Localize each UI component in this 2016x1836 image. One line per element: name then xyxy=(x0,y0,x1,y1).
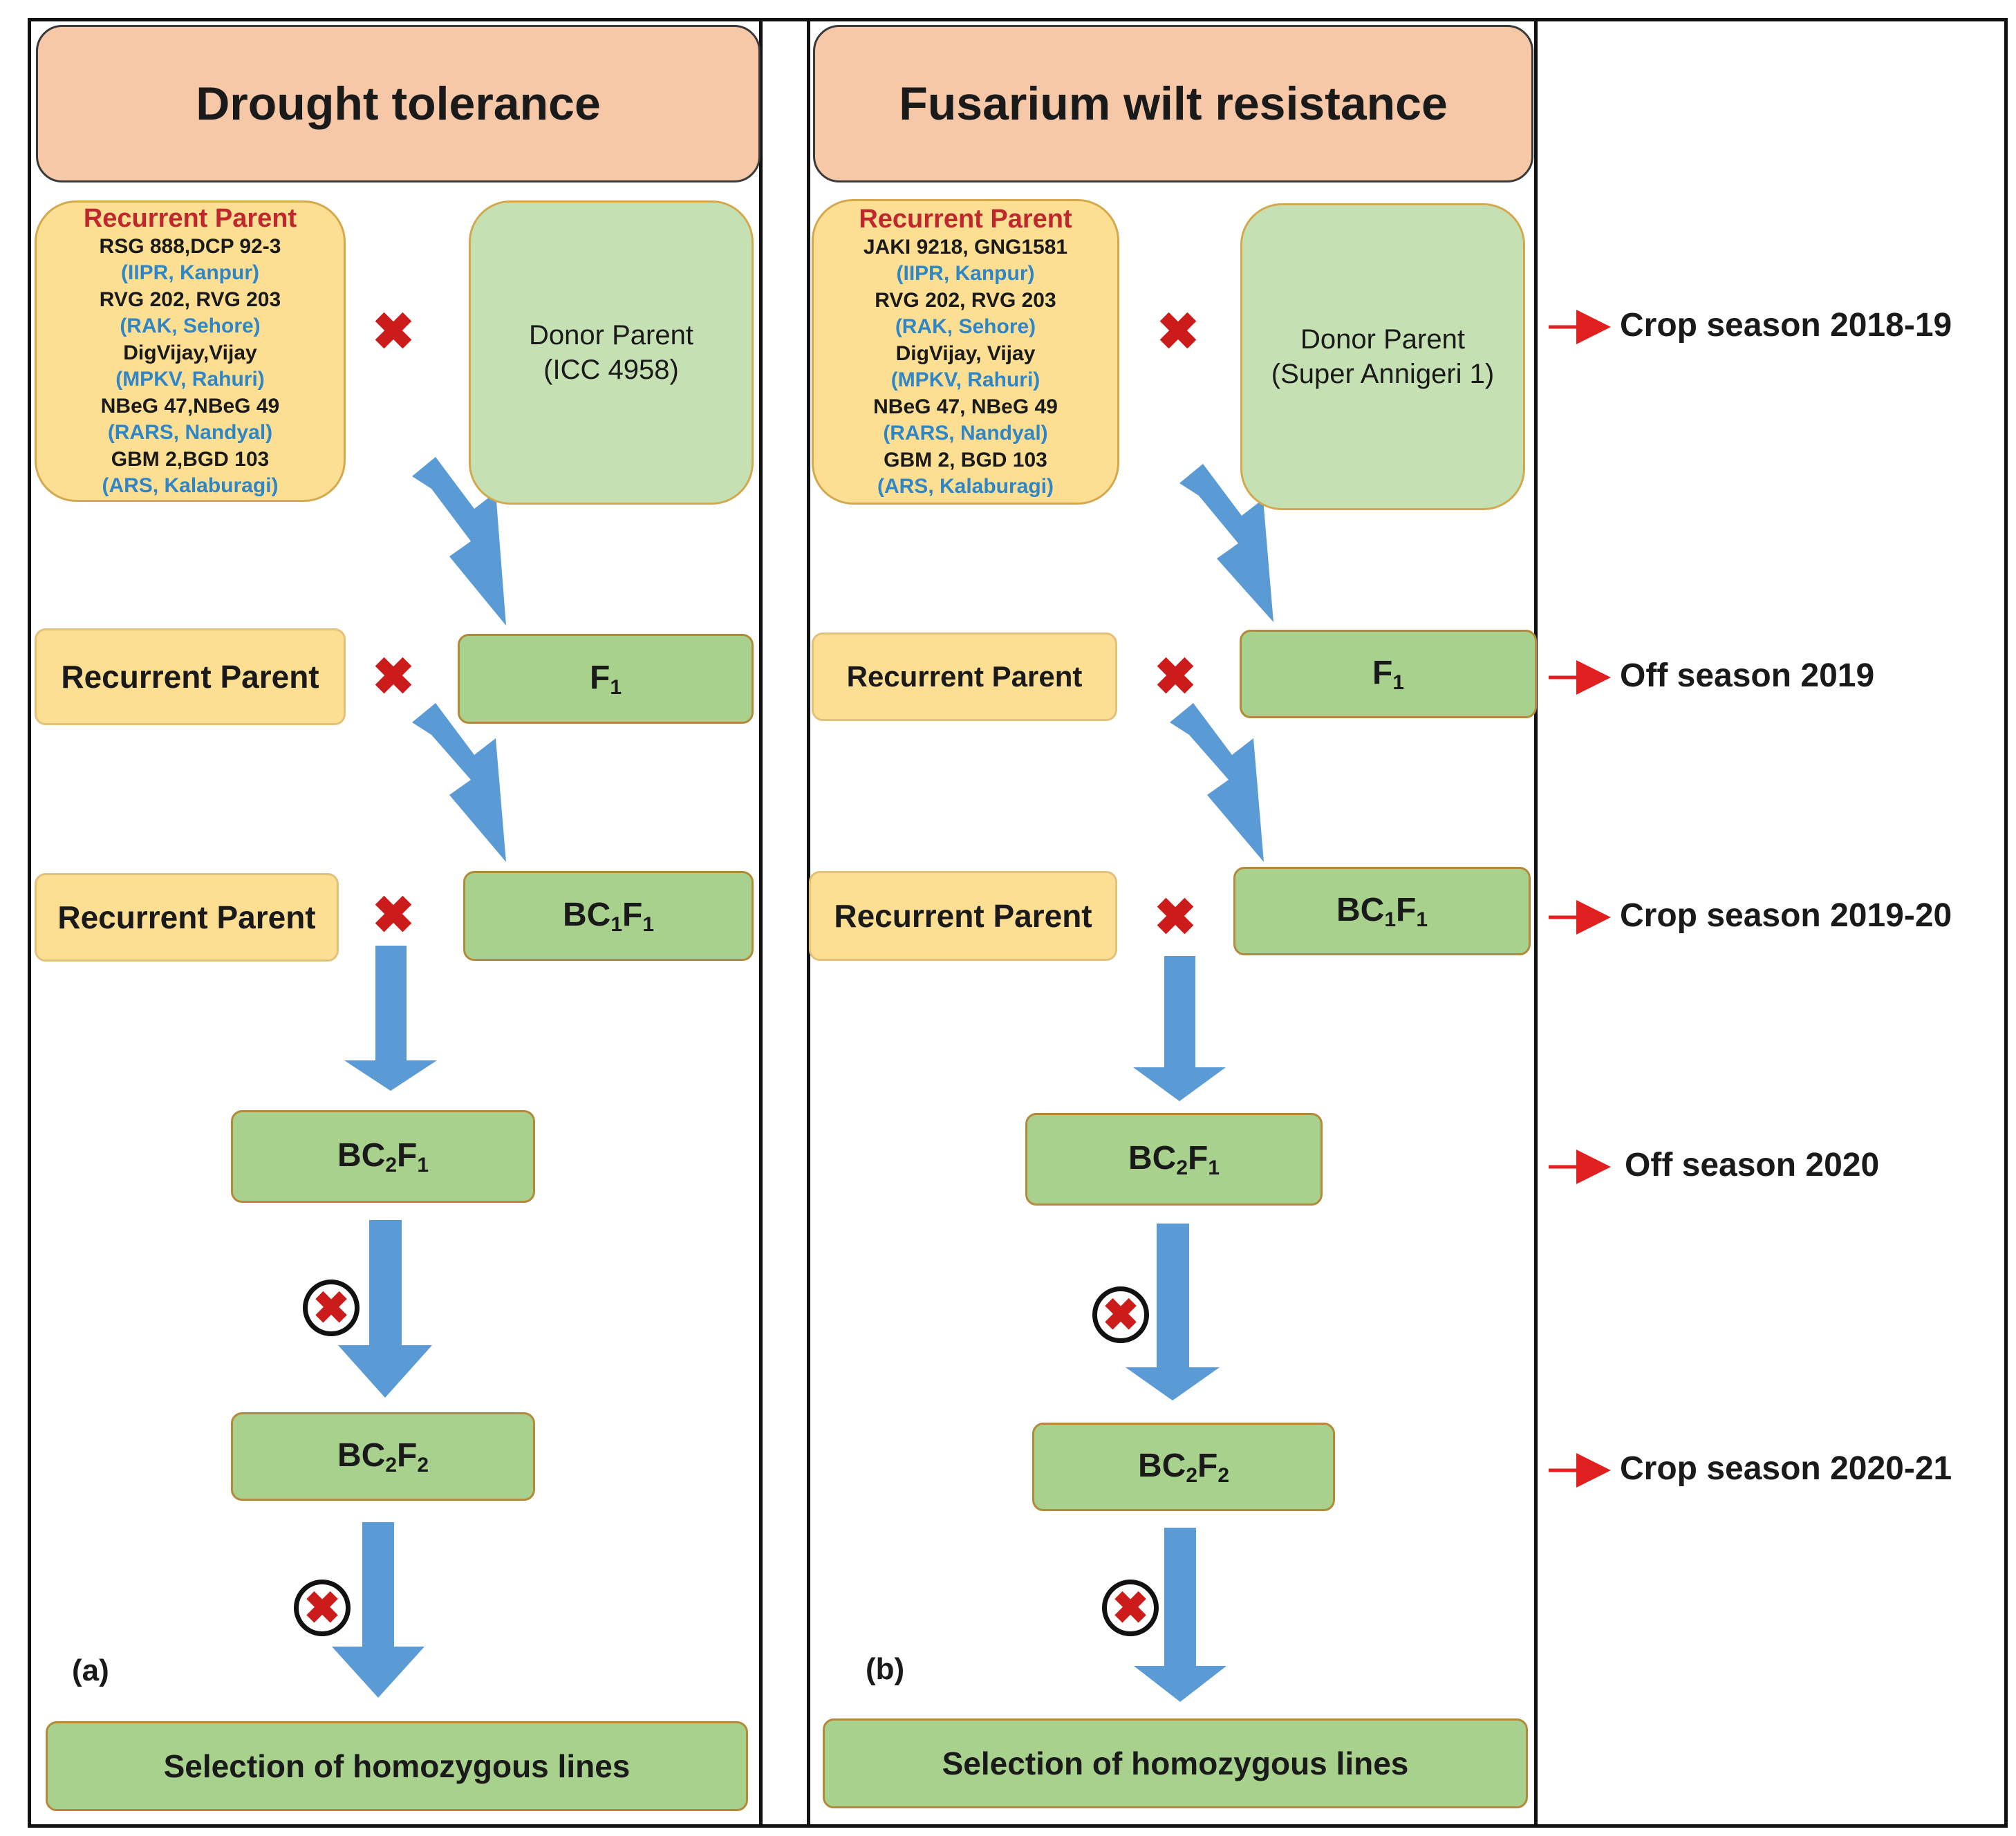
selfing-icon: ✖ xyxy=(294,1580,351,1636)
selfing-icon: ✖ xyxy=(1092,1286,1149,1343)
panel-b-title: Fusarium wilt resistance xyxy=(813,25,1533,182)
cross-icon: ✖ xyxy=(371,648,415,705)
institute-line: (RARS, Nandyal) xyxy=(883,422,1048,444)
institute-line: (ARS, Kalaburagi) xyxy=(877,475,1054,498)
donor-parent-label: Donor Parent xyxy=(529,320,693,350)
panel-b-f1-box: F1 xyxy=(1240,630,1537,718)
generation-label: BC2F2 xyxy=(1137,1447,1230,1487)
selfing-icon: ✖ xyxy=(1102,1580,1159,1636)
down-arrow-a2 xyxy=(338,1220,432,1398)
diagonal-arrow-a1 xyxy=(412,457,506,626)
down-arrow-b2 xyxy=(1126,1224,1220,1401)
generation-label: F1 xyxy=(1372,654,1404,694)
institute-line: (MPKV, Rahuri) xyxy=(890,368,1040,391)
recurrent-parent-heading: Recurrent Parent xyxy=(83,203,297,233)
variety-line: RVG 202, RVG 203 xyxy=(99,288,281,311)
panel-a-bc1f1-box: BC1F1 xyxy=(463,871,754,961)
panel-a-recurrent-parent-list: Recurrent Parent RSG 888,DCP 92-3 (IIPR,… xyxy=(35,200,346,502)
variety-line: DigVijay,Vijay xyxy=(123,341,257,364)
panel-a-label: (a) xyxy=(72,1654,109,1687)
panel-a-bc2f2-box: BC2F2 xyxy=(231,1412,535,1501)
generation-label: BC1F1 xyxy=(562,896,655,936)
season-label-2: Off season 2019 xyxy=(1620,657,1875,694)
diagonal-arrow-b2 xyxy=(1170,703,1264,862)
panel-b-recurrent-parent-2: Recurrent Parent xyxy=(809,871,1117,961)
donor-parent-variety: (ICC 4958) xyxy=(543,355,679,385)
column-divider-c xyxy=(1534,18,1538,1828)
variety-line: NBeG 47, NBeG 49 xyxy=(873,395,1058,418)
cross-icon: ✖ xyxy=(371,303,415,360)
variety-line: GBM 2, BGD 103 xyxy=(884,448,1047,471)
down-arrow-a3 xyxy=(332,1522,424,1698)
cross-icon: ✖ xyxy=(1153,648,1197,705)
outer-frame xyxy=(28,18,2008,1828)
season-label-5: Crop season 2020-21 xyxy=(1620,1450,1952,1487)
cross-icon: ✖ xyxy=(371,886,415,944)
panel-b-bc2f1-box: BC2F1 xyxy=(1025,1113,1323,1206)
panel-b-label: (b) xyxy=(866,1652,905,1686)
variety-line: DigVijay, Vijay xyxy=(895,341,1036,365)
panel-a-f1-box: F1 xyxy=(458,634,754,724)
season-label-1: Crop season 2018-19 xyxy=(1620,307,1952,344)
institute-line: (RAK, Sehore) xyxy=(895,315,1036,338)
down-arrow-b1 xyxy=(1133,956,1226,1101)
cross-icon: ✖ xyxy=(1153,888,1197,946)
institute-line: (IIPR, Kanpur) xyxy=(121,261,259,284)
panel-a-recurrent-parent-2: Recurrent Parent xyxy=(35,873,339,962)
institute-line: (RARS, Nandyal) xyxy=(107,421,273,444)
down-arrow-b3 xyxy=(1134,1528,1226,1702)
panel-a-title: Drought tolerance xyxy=(36,25,760,182)
generation-label: BC2F1 xyxy=(1128,1139,1220,1179)
variety-line: JAKI 9218, GNG1581 xyxy=(863,235,1068,259)
panel-a-donor-parent: Donor Parent (ICC 4958) xyxy=(469,200,754,505)
variety-line: GBM 2,BGD 103 xyxy=(111,447,270,471)
institute-line: (ARS, Kalaburagi) xyxy=(102,474,279,497)
institute-line: (MPKV, Rahuri) xyxy=(115,368,265,391)
generation-label: BC1F1 xyxy=(1336,891,1428,931)
season-label-3: Crop season 2019-20 xyxy=(1620,897,1952,934)
season-label-4: Off season 2020 xyxy=(1625,1147,1880,1183)
generation-label: BC2F2 xyxy=(337,1436,429,1477)
panel-a-bc2f1-box: BC2F1 xyxy=(231,1110,535,1203)
generation-label: F1 xyxy=(589,659,622,699)
diagonal-arrow-b1 xyxy=(1179,464,1273,622)
diagonal-arrow-a2 xyxy=(412,703,506,862)
panel-a-selection-box: Selection of homozygous lines xyxy=(46,1721,748,1811)
panel-b-bc1f1-box: BC1F1 xyxy=(1233,867,1531,955)
recurrent-parent-heading: Recurrent Parent xyxy=(859,204,1072,234)
variety-line: NBeG 47,NBeG 49 xyxy=(100,394,280,418)
down-arrow-a1 xyxy=(344,946,437,1091)
donor-parent-variety: (Super Annigeri 1) xyxy=(1271,359,1495,389)
panel-b-selection-box: Selection of homozygous lines xyxy=(823,1718,1528,1808)
panel-b-recurrent-parent-list: Recurrent Parent JAKI 9218, GNG1581 (IIP… xyxy=(812,199,1119,505)
variety-line: RSG 888,DCP 92-3 xyxy=(99,234,281,258)
panel-b-donor-parent: Donor Parent (Super Annigeri 1) xyxy=(1240,203,1525,510)
institute-line: (IIPR, Kanpur) xyxy=(896,262,1035,285)
panel-a-recurrent-parent-1: Recurrent Parent xyxy=(35,628,346,725)
column-divider-b xyxy=(807,18,810,1828)
selfing-icon: ✖ xyxy=(303,1280,360,1336)
generation-label: BC2F1 xyxy=(337,1136,429,1177)
panel-b-bc2f2-box: BC2F2 xyxy=(1032,1423,1335,1511)
donor-parent-label: Donor Parent xyxy=(1300,324,1465,355)
variety-line: RVG 202, RVG 203 xyxy=(875,288,1056,312)
column-divider-a xyxy=(759,18,763,1828)
panel-b-recurrent-parent-1: Recurrent Parent xyxy=(812,633,1117,721)
cross-icon: ✖ xyxy=(1156,303,1200,360)
institute-line: (RAK, Sehore) xyxy=(120,315,261,337)
